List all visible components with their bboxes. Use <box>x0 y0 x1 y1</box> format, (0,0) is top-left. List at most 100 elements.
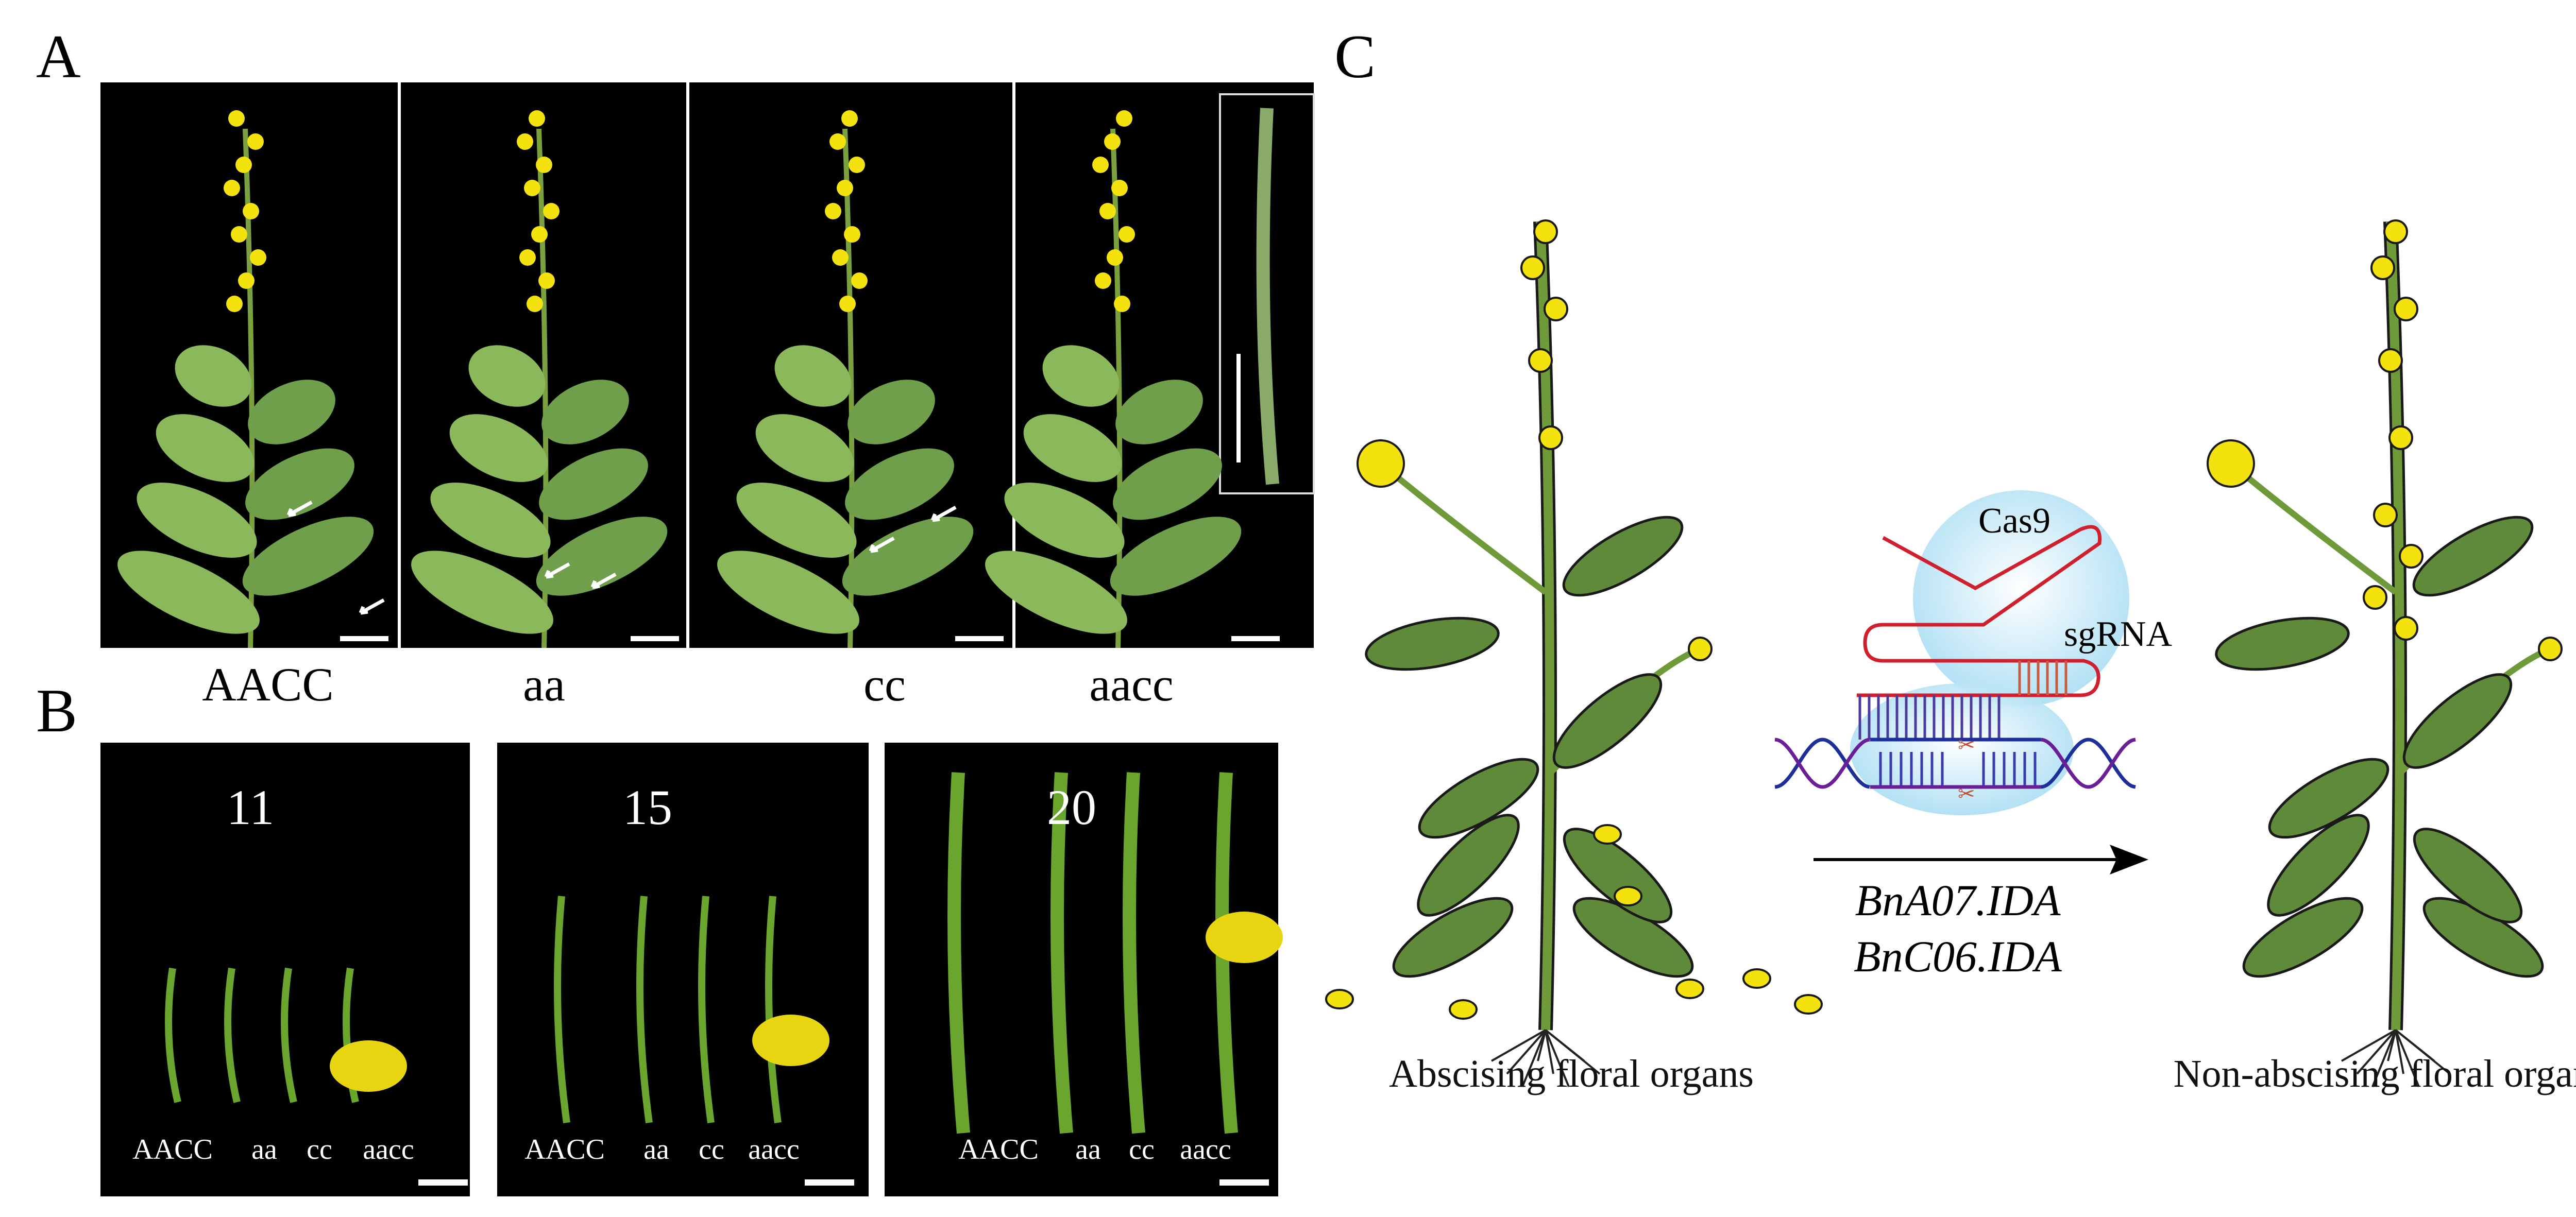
flower <box>1114 296 1130 312</box>
flower <box>1206 912 1283 963</box>
flower <box>837 180 853 196</box>
scissors-icon: ✂ <box>1958 782 1975 805</box>
leaf <box>736 483 857 558</box>
scale-bar <box>631 636 679 641</box>
leaf <box>468 345 546 407</box>
leaf <box>156 414 255 482</box>
leaf <box>242 517 374 596</box>
photo-divider <box>686 82 689 648</box>
stem <box>1536 221 1554 1031</box>
flower <box>243 203 259 219</box>
leaf <box>1418 758 1539 839</box>
flower <box>2388 425 2413 450</box>
fallen-petal <box>1675 979 1704 999</box>
scale-bar <box>418 1179 468 1186</box>
leaf <box>2215 616 2350 671</box>
flower <box>250 249 266 266</box>
leaf <box>842 517 974 596</box>
panel-c: ✂ ✂ Cas9 sgRNA BnA07.IDA BnC06.IDA Absci… <box>1325 219 2576 1095</box>
leaf <box>536 517 668 596</box>
flower <box>825 203 841 219</box>
day-label: 11 <box>227 780 274 835</box>
arrow-icon <box>544 562 570 579</box>
flower <box>829 133 846 150</box>
root <box>1545 1030 1570 1087</box>
leaf <box>175 345 252 407</box>
caption-non-abscising: Non-abscising floral organs <box>2174 1052 2576 1095</box>
leaf <box>541 380 629 444</box>
genotype-label: AACC <box>202 658 334 711</box>
leaf <box>985 551 1127 634</box>
leaf <box>245 448 354 520</box>
root <box>1545 1030 1554 1074</box>
flower <box>832 249 849 266</box>
flower <box>849 157 865 173</box>
flower <box>1533 219 1558 244</box>
root <box>2395 1029 2451 1075</box>
flower <box>524 180 540 196</box>
silique <box>698 896 715 1123</box>
day-label: 20 <box>1047 780 1096 835</box>
flower <box>1357 439 1405 488</box>
flower <box>752 1015 829 1066</box>
flower <box>1544 297 1568 321</box>
leaf <box>2402 673 2513 769</box>
fallen-petal <box>1614 886 1642 906</box>
flower <box>2538 637 2563 661</box>
flower <box>235 157 252 173</box>
leaf <box>2267 814 2370 917</box>
flower <box>839 296 856 312</box>
genotype-label: cc <box>863 658 906 711</box>
arrow-icon <box>869 536 895 553</box>
leaf <box>1042 345 1120 407</box>
branch <box>1379 461 1548 595</box>
root <box>2371 1030 2397 1087</box>
leaf <box>1110 517 1242 596</box>
sample-label: AACC <box>958 1134 1039 1165</box>
sample-label: aa <box>1075 1134 1101 1165</box>
arrow-icon <box>359 598 385 615</box>
leaf <box>449 414 548 482</box>
inset-scale-bar <box>1236 354 1241 462</box>
flower <box>536 157 552 173</box>
leaf <box>1004 483 1125 558</box>
root <box>1545 1029 1601 1075</box>
leaf <box>1562 516 1684 597</box>
flower <box>851 272 868 289</box>
sample-label: AACC <box>524 1134 605 1165</box>
flower <box>1528 348 1553 373</box>
leaf <box>848 380 935 444</box>
retained-petal <box>2399 544 2424 569</box>
scissors-icon: ✂ <box>1958 733 1975 757</box>
leaf <box>755 414 854 482</box>
flower <box>519 249 536 266</box>
flower <box>228 110 245 127</box>
flower <box>2370 255 2395 280</box>
sample-label: aacc <box>1180 1134 1231 1165</box>
panel-a-photos <box>100 82 1315 648</box>
sample-label: AACC <box>132 1134 213 1165</box>
silique <box>1123 772 1145 1134</box>
sgrna-label: sgRNA <box>2064 614 2172 654</box>
sample-label: cc <box>307 1134 332 1165</box>
branch <box>2229 461 2398 595</box>
flower <box>841 110 858 127</box>
leaf <box>717 551 859 634</box>
scale-bar <box>805 1179 854 1186</box>
silique <box>1050 772 1073 1134</box>
sample-label: aacc <box>748 1134 799 1165</box>
root <box>1506 1029 1547 1075</box>
flower <box>238 272 255 289</box>
flower <box>2207 439 2255 488</box>
silique <box>1256 108 1279 485</box>
caption-abscising: Abscising floral organs <box>1389 1052 1754 1095</box>
flower <box>1538 425 1563 450</box>
dna-strand-b <box>1774 738 2136 789</box>
photo-divider <box>398 82 401 648</box>
flower <box>224 180 240 196</box>
leaf <box>1365 616 1500 671</box>
flower <box>1095 272 1111 289</box>
retained-petal <box>2363 585 2387 610</box>
sample-label: cc <box>1129 1134 1155 1165</box>
